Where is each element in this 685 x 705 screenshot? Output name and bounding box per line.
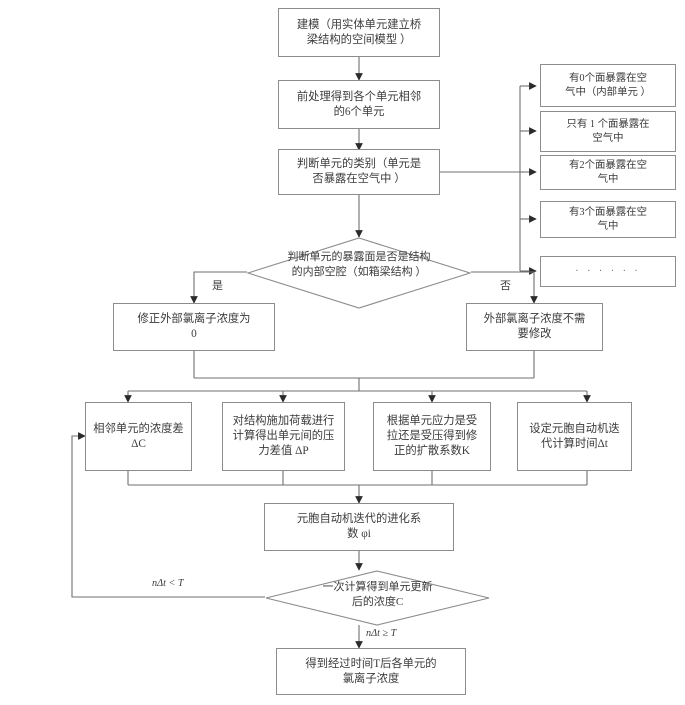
node-decision-update-shape[interactable] (265, 570, 490, 626)
node-decision-cavity-shape[interactable] (247, 237, 471, 309)
edge-loop-back (71, 432, 265, 598)
node-category-more[interactable]: · · · · · · (540, 256, 676, 287)
edge-label-proceed: nΔt ≥ T (366, 628, 397, 639)
node-decision-update-label: 一次计算得到单元更新 后的浓度C (322, 581, 433, 608)
edge-label-loop-back: nΔt < T (152, 578, 184, 589)
edge-decision-yes (190, 271, 247, 304)
node-category-3-faces[interactable]: 有3个面暴露在空 气中 (540, 201, 676, 238)
node-fix-external-chloride-zero[interactable]: 修正外部氯离子浓度为 0 (113, 303, 275, 351)
edge-decision-no (471, 271, 538, 304)
node-diffusion-coefficient[interactable]: 根据单元应力是受 拉还是受压得到修 正的扩散系数K (373, 402, 491, 471)
node-classify[interactable]: 判断单元的类别（单元是 否暴露在空气中 ） (278, 149, 440, 195)
node-iteration-time-step[interactable]: 设定元胞自动机迭 代计算时间Δt (517, 402, 632, 471)
node-category-2-faces[interactable]: 有2个面暴露在空 气中 (540, 155, 676, 190)
node-no-modification-needed[interactable]: 外部氯离子浓度不需 要修改 (466, 303, 603, 351)
edge-label-no: 否 (500, 280, 511, 292)
node-model[interactable]: 建模（用实体单元建立桥 梁结构的空间模型 ） (278, 8, 440, 57)
node-decision-cavity-label: 判断单元的暴露面是否是结构 的内部空腔（如箱梁结构 ） (287, 251, 431, 278)
node-preprocess[interactable]: 前处理得到各个单元相邻 的6个单元 (278, 80, 440, 129)
node-concentration-difference[interactable]: 相邻单元的浓度差 ΔC (85, 402, 192, 471)
node-final-result[interactable]: 得到经过时间T后各单元的 氯离子浓度 (276, 648, 466, 695)
node-category-1-face[interactable]: 只有 1 个面暴露在 空气中 (540, 111, 676, 152)
node-pressure-difference[interactable]: 对结构施加荷载进行 计算得出单元间的压 力差值 ΔP (222, 402, 345, 471)
node-category-0-faces[interactable]: 有0个面暴露在空 气中（内部单元 ） (540, 64, 676, 107)
node-evolution-coefficient[interactable]: 元胞自动机迭代的进化系 数 φi (264, 503, 454, 551)
edge-label-yes: 是 (212, 280, 223, 292)
